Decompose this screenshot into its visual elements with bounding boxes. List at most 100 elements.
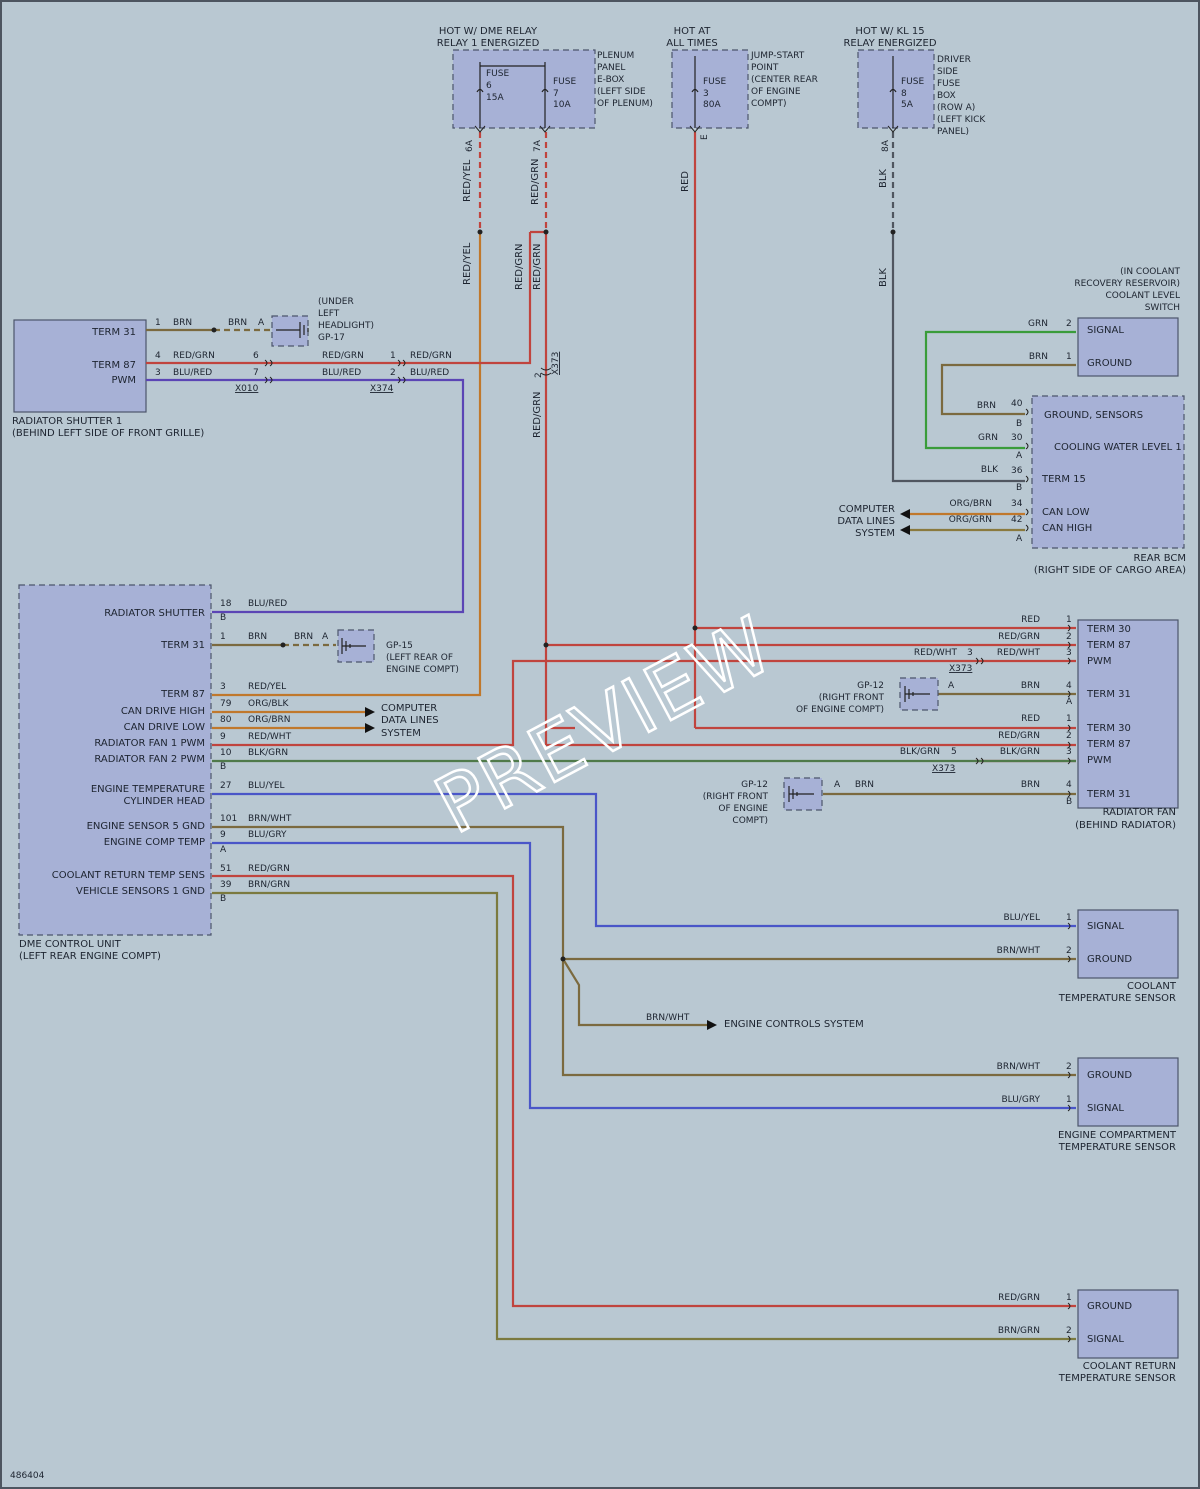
dme-control-unit-box (18, 584, 212, 936)
wire-label: RED/YEL (462, 159, 473, 202)
dme-sensor5: ENGINE SENSOR 5 GND (87, 821, 206, 832)
rear-bcm-box (1031, 395, 1185, 549)
wire-label: BRN/GRN (998, 1326, 1040, 1336)
wire-label: BLU/RED (173, 368, 212, 378)
pin-label: 79 (220, 699, 232, 709)
pin-label: 40 (1011, 399, 1023, 409)
pin-label: 1 (1066, 1293, 1072, 1303)
pin-7a: 7A (533, 139, 543, 152)
wire-label: BRN (855, 780, 874, 790)
arrow-icon (707, 1020, 717, 1030)
fuse3-label: FUSE (703, 77, 726, 87)
level-ground: GROUND (1087, 358, 1132, 369)
bcm-computer-3: SYSTEM (855, 528, 895, 539)
pin-label: A (834, 780, 841, 790)
jump-start-fuse-box (671, 49, 749, 129)
ground-icon (276, 322, 309, 338)
wire-label: RED/GRN (248, 864, 290, 874)
pin-label: 1 (1066, 913, 1072, 923)
wire-label: BRN (228, 318, 247, 328)
fuse6-rating: 15A (486, 93, 504, 103)
pin-label: 18 (220, 599, 232, 609)
ects-name-1: ENGINE COMPARTMENT (1058, 1130, 1177, 1141)
pin-label: 2 (1066, 319, 1072, 329)
fuse-symbol-icon (889, 88, 897, 93)
hot-kl15-label-1: HOT W/ KL 15 (855, 26, 924, 37)
bcm-can-low: CAN LOW (1042, 507, 1090, 518)
connector-x010: X010 (235, 384, 259, 394)
shutter-pwm: PWM (111, 375, 136, 386)
pin-label: 7 (253, 368, 259, 378)
splice-dot (543, 229, 549, 235)
hot-dme-label-1: HOT W/ DME RELAY (439, 26, 538, 37)
wire-label: GRN (1028, 319, 1048, 329)
fuse-symbol-icon (691, 88, 699, 93)
fan-pwm: PWM (1087, 656, 1112, 667)
wire-label: RED/GRN (532, 391, 543, 438)
jump-label-3: (CENTER REAR (751, 75, 818, 85)
dme-name: DME CONTROL UNIT (19, 939, 122, 950)
wire-label: RED/YEL (248, 682, 286, 692)
fuse3-rating: 80A (703, 100, 721, 110)
coolant-temp-sensor-box (1077, 909, 1179, 979)
dme-fan1: RADIATOR FAN 1 PWM (94, 738, 205, 749)
pin-8a: 8A (881, 139, 891, 152)
pin-label: 3 (155, 368, 161, 378)
splice-dot (280, 642, 286, 648)
pin-label: 30 (1011, 433, 1023, 443)
ects-name-2: TEMPERATURE SENSOR (1058, 1142, 1176, 1153)
wire-brn-grn (212, 891, 1076, 1341)
dme-computer-2: DATA LINES (381, 715, 439, 726)
fan-term30b: TERM 30 (1086, 723, 1131, 734)
dme-computer-1: COMPUTER (381, 703, 437, 714)
plenum-label-3: E-BOX (597, 75, 624, 85)
plenum-label-4: (LEFT SIDE (597, 87, 646, 97)
pin-label: 3 (967, 648, 973, 658)
wire-label: BRN/GRN (248, 880, 290, 890)
fan-location: (BEHIND RADIATOR) (1075, 820, 1176, 831)
cts-name-1: COOLANT (1127, 981, 1177, 992)
wire-label: RED/GRN (410, 351, 452, 361)
connector-label: A (1066, 697, 1073, 707)
wire-label: ORG/GRN (949, 515, 992, 525)
wire-label: RED (680, 171, 691, 192)
pin-label: 34 (1011, 499, 1023, 509)
engine-controls-label: ENGINE CONTROLS SYSTEM (724, 1019, 864, 1030)
wire-label: BRN (294, 632, 313, 642)
cts-name-2: TEMPERATURE SENSOR (1058, 993, 1176, 1004)
hot-all-label-2: ALL TIMES (666, 38, 718, 49)
dme-eng-temp-1: ENGINE TEMPERATURE (91, 784, 205, 795)
pin-label: 9 (220, 830, 226, 840)
splice-dot (692, 625, 698, 631)
pin-label: 4 (1066, 780, 1072, 790)
bcm-term15: TERM 15 (1041, 474, 1086, 485)
wire-label: RED/GRN (998, 1293, 1040, 1303)
wire-label: BLK/GRN (248, 748, 288, 758)
pin-label: 5 (951, 747, 957, 757)
connector-icon (975, 624, 1071, 798)
wire-label: BLK/GRN (900, 747, 940, 757)
dme-can-high: CAN DRIVE HIGH (121, 706, 205, 717)
connector-x374: X374 (370, 384, 394, 394)
engine-comp-temp-sensor-box (1077, 1057, 1179, 1127)
wire-fan-power (546, 626, 1076, 730)
dme-computer-3: SYSTEM (381, 728, 421, 739)
pin-label: 2 (390, 368, 396, 378)
wire-label: BRN (173, 318, 192, 328)
bcm-computer-1: COMPUTER (839, 504, 895, 515)
gp17-label-2: LEFT (318, 309, 340, 319)
splice-dot (211, 327, 217, 333)
jump-label-4: OF ENGINE (751, 87, 801, 97)
connector-icon (1067, 922, 1071, 1343)
wire-fan-ground (823, 692, 1076, 796)
gp15-label-1: GP-15 (386, 641, 413, 651)
driver-label-2: SIDE (937, 67, 958, 77)
connector-x373: X373 (949, 664, 972, 674)
gp17-ground-box (271, 315, 309, 347)
gp17-label-3: HEADLIGHT) (318, 321, 374, 331)
wire-label: BLK (878, 169, 889, 188)
plenum-label-2: PANEL (597, 63, 625, 73)
wire-red-grn-return (212, 874, 1076, 1308)
coolant-level-label-1: (IN COOLANT (1120, 267, 1180, 277)
coolant-level-switch-box (1077, 317, 1179, 377)
